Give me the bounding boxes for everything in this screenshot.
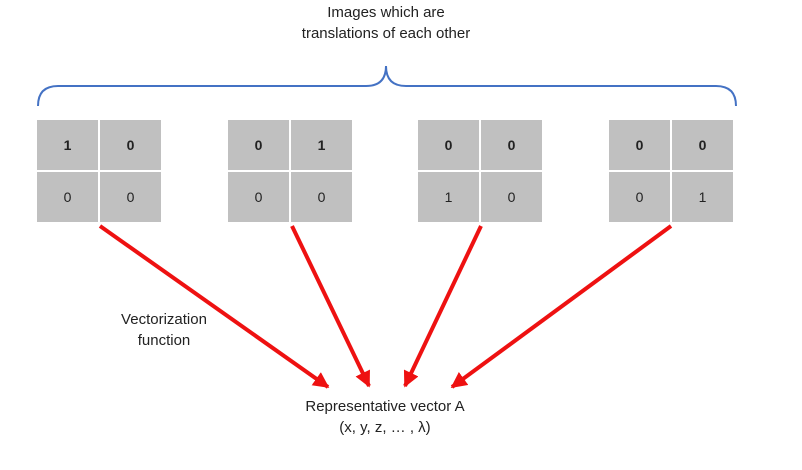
grid-cell: 0 [418,120,479,170]
grid-cell: 0 [609,172,670,222]
grid-cell: 0 [228,172,289,222]
grid-cell: 0 [672,120,733,170]
grid-cell: 0 [228,120,289,170]
title-line-1: Images which are [327,4,445,21]
grid-cell: 0 [609,120,670,170]
image-grid-2: 0 1 0 0 [228,120,354,224]
grid-cell: 1 [37,120,98,170]
image-grid-3: 0 0 1 0 [418,120,544,224]
grid-cell: 1 [418,172,479,222]
grid-cell: 0 [100,172,161,222]
arrow-1 [98,224,330,389]
vectorization-line-2: function [137,332,191,349]
grid-cell: 0 [481,172,542,222]
vectorization-function-label: Vectorization function [102,309,226,351]
grid-cell: 0 [481,120,542,170]
image-grid-4: 0 0 0 1 [609,120,735,224]
result-line-2: (x, y, z, … , λ) [339,419,431,436]
result-line-1: Representative vector A [305,398,465,415]
arrow-3 [403,225,483,388]
grid-cell: 0 [100,120,161,170]
diagram-title: Images which are translations of each ot… [286,2,486,44]
arrow-2 [290,225,371,388]
vectorization-line-1: Vectorization [121,311,207,328]
arrow-4 [450,224,673,389]
grid-cell: 0 [291,172,352,222]
grid-cell: 1 [291,120,352,170]
grid-cell: 1 [672,172,733,222]
grid-cell: 0 [37,172,98,222]
representative-vector-label: Representative vector A (x, y, z, … , λ) [285,396,485,438]
title-line-2: translations of each other [301,25,471,42]
image-grid-1: 1 0 0 0 [37,120,163,224]
